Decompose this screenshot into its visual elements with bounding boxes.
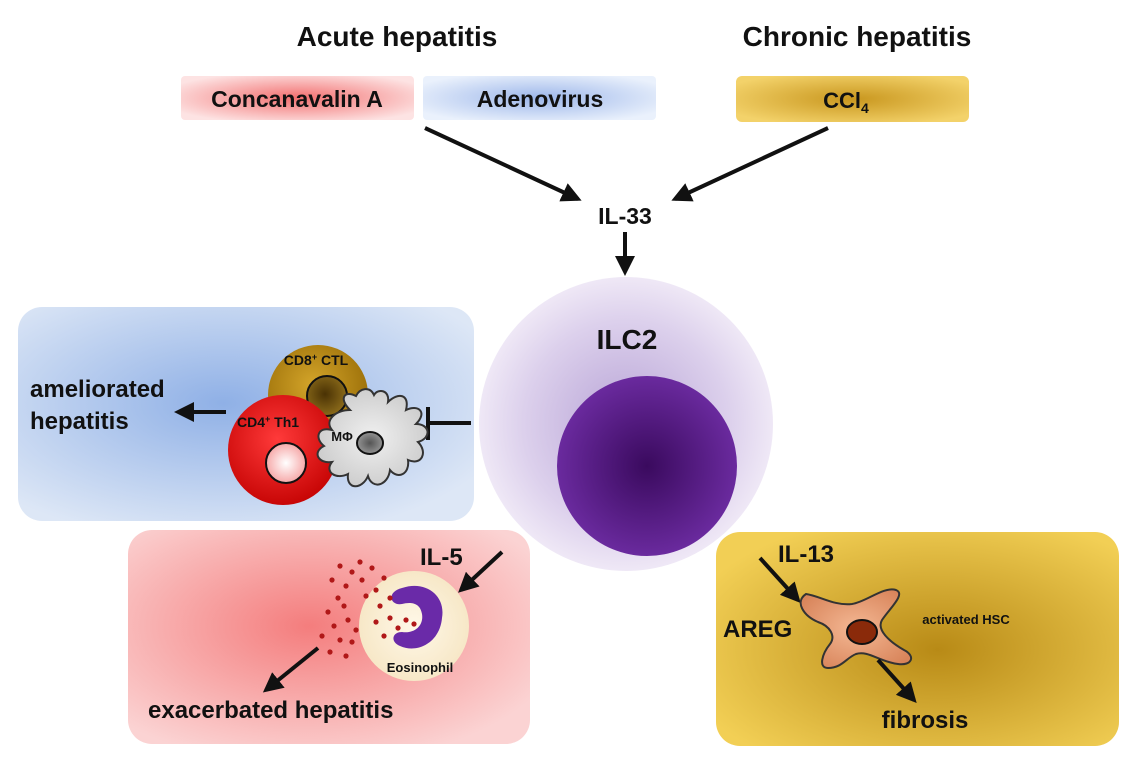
acute-hepatitis-header: Acute hepatitis [297, 21, 498, 52]
macrophage-cell: MΦ [316, 388, 429, 488]
activated-hsc-cell: activated HSC [799, 588, 1010, 670]
cd4-label: CD4+ Th1 [237, 414, 299, 430]
arrow-acute-to-il33 [424, 126, 582, 202]
il13-label: IL-13 [778, 541, 834, 568]
arrow-hsc-to-fibrosis [876, 658, 917, 703]
hsc-nucleus [846, 619, 878, 645]
areg-label: AREG [723, 616, 792, 643]
il33-label: IL-33 [598, 203, 652, 229]
ccl4-label: CCl4 [823, 88, 869, 116]
cd8-label: CD8+ CTL [284, 352, 349, 368]
exacerbated-hepatitis-label: exacerbated hepatitis [148, 697, 393, 724]
il5-label: IL-5 [420, 544, 463, 571]
eosinophil-label: Eosinophil [387, 660, 453, 675]
ilc2-label: ILC2 [597, 324, 658, 355]
ccl4-box: CCl4 [736, 76, 969, 122]
arrow-il5-to-eosinophil [458, 550, 504, 593]
ameliorated-line2: hepatitis [30, 408, 129, 435]
bottom-right-panel [716, 532, 1119, 746]
macrophage-label: MΦ [331, 429, 353, 444]
concanavalin-a-label: Concanavalin A [211, 86, 383, 112]
ilc2-cell: ILC2 [479, 277, 773, 571]
adenovirus-label: Adenovirus [477, 86, 604, 112]
arrow-il13-to-hsc [758, 556, 801, 603]
eosinophil-granules [319, 559, 417, 659]
macrophage-nucleus [356, 431, 384, 455]
ameliorated-line1: ameliorated [30, 376, 165, 403]
eosinophil-nucleus [391, 585, 443, 649]
ilc2-nucleus [557, 376, 737, 556]
arrow-to-exacerbated [262, 646, 320, 693]
cd4-nucleus [265, 442, 307, 484]
chronic-hepatitis-header: Chronic hepatitis [743, 21, 972, 52]
adenovirus-box: Adenovirus [423, 76, 656, 120]
cd4-th1-cell: CD4+ Th1 [228, 395, 338, 505]
concanavalin-a-box: Concanavalin A [181, 76, 414, 120]
fibrosis-label: fibrosis [882, 707, 969, 734]
arrow-chronic-to-il33 [671, 126, 829, 202]
hsc-label: activated HSC [922, 612, 1010, 627]
